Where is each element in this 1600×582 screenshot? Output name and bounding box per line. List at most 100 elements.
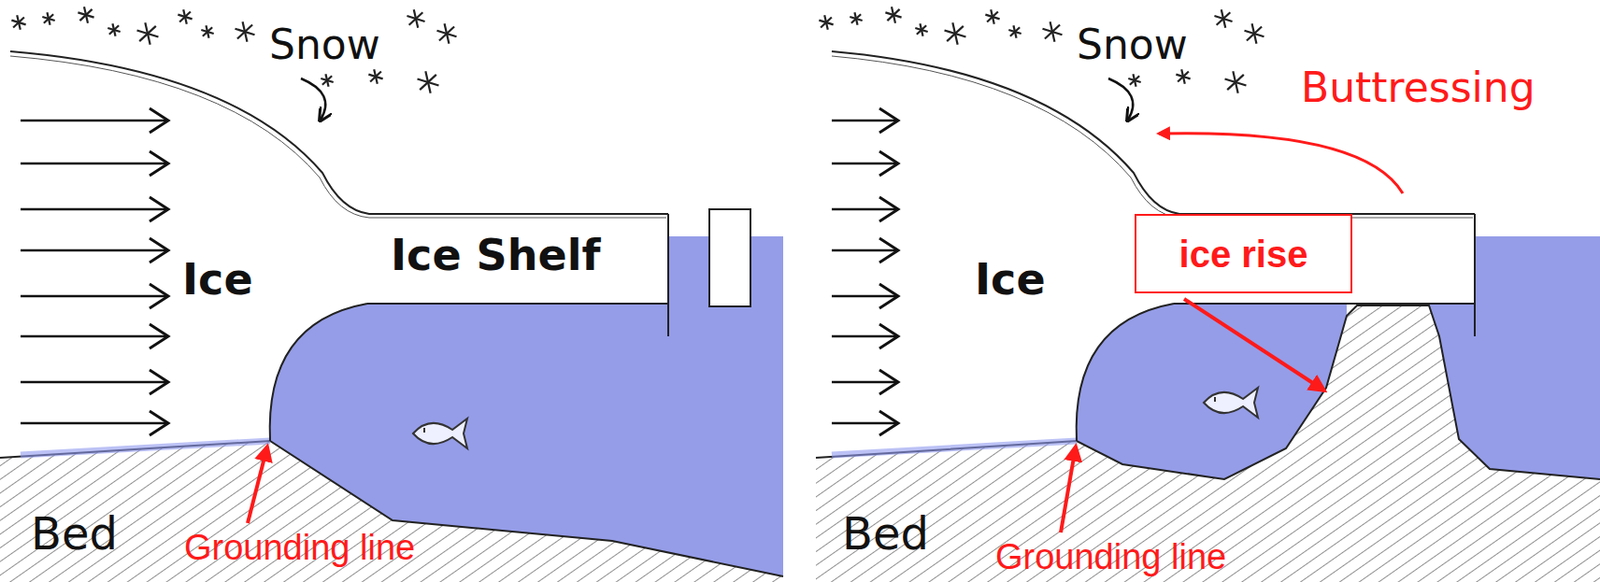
snowflake-stroke <box>1177 71 1189 83</box>
flow-arrow-head <box>149 324 169 349</box>
snowflake-stroke <box>986 12 999 23</box>
flow-arrow-head <box>149 238 169 263</box>
snowflake-stroke <box>139 26 157 42</box>
flow-arrow-head <box>879 108 899 133</box>
iceberg <box>709 209 751 307</box>
snowflake <box>885 6 901 24</box>
shelf-front <box>667 214 670 337</box>
ice-rise-box: ice rise <box>1134 214 1353 294</box>
ice-surface <box>10 51 669 215</box>
snowflake-stroke <box>419 74 437 90</box>
flow-arrow-head <box>879 197 899 222</box>
snowflake-stroke <box>1246 27 1262 42</box>
basal-glow <box>831 441 1077 456</box>
flow-arrow-shaft <box>20 208 169 212</box>
snowflake <box>436 23 457 43</box>
snowflake <box>320 73 333 87</box>
snowflake-stroke <box>1010 27 1020 37</box>
fish <box>413 418 468 449</box>
flow-arrow-shaft <box>831 208 899 212</box>
flow-arrow-shaft <box>831 119 899 123</box>
ice-surface-sketch <box>10 56 667 218</box>
snowflake <box>818 14 833 30</box>
snowflake-stroke <box>1044 25 1060 40</box>
snowflake <box>1128 73 1141 87</box>
snow-label: Snow <box>269 22 381 68</box>
snowflake-stroke <box>370 71 382 83</box>
snowflake <box>914 23 928 37</box>
bed-hatch <box>0 441 784 582</box>
ice-rise-text: ice rise <box>1179 233 1309 275</box>
snowflake-stroke <box>13 17 25 29</box>
snowflake <box>985 9 1000 25</box>
snowflake <box>177 9 192 25</box>
grounding-line-label: Grounding line <box>184 528 415 569</box>
buttressing-label: Buttressing <box>1300 65 1536 111</box>
flow-arrow-shaft <box>831 249 899 253</box>
snowflake-stroke <box>43 14 54 24</box>
snowflake <box>1042 21 1062 42</box>
snowflake-stroke <box>1227 74 1244 90</box>
snowflake-stroke <box>886 9 900 21</box>
flow-arrow-shaft <box>20 162 169 166</box>
ice-label: Ice <box>974 256 1046 304</box>
shelf-base <box>1173 302 1475 305</box>
ice-shelf-label: Ice Shelf <box>390 231 600 280</box>
bed-label: Bed <box>842 509 929 559</box>
bed-label: Bed <box>30 509 118 559</box>
snowflake-stroke <box>439 27 455 42</box>
bed-line <box>0 441 784 577</box>
snowflake <box>42 12 55 26</box>
snowflake-stroke <box>820 17 832 29</box>
snow-arrow <box>300 78 326 120</box>
snowflake-stroke <box>237 25 253 40</box>
flow-arrow-head <box>879 324 899 349</box>
flow-arrow-head <box>149 411 169 436</box>
snowflake <box>234 21 255 42</box>
snowflake <box>77 6 94 24</box>
snowflakes <box>11 6 1264 93</box>
ice-rise-outline <box>815 305 1600 480</box>
snowflake <box>406 9 425 29</box>
snowflake <box>137 22 159 44</box>
snowflake-stroke <box>79 9 92 21</box>
flow-arrow-head <box>879 370 899 395</box>
snowflake <box>1243 23 1264 43</box>
snowflake <box>849 12 862 26</box>
snowflake <box>1175 69 1190 85</box>
flow-arrow-head <box>879 151 899 176</box>
flow-arrow-shaft <box>20 381 169 385</box>
flow-arrow-shaft <box>20 335 169 339</box>
flow-arrow-head <box>879 238 899 263</box>
ice-rise-leader <box>1184 299 1325 391</box>
snowflake-stroke <box>1216 12 1231 26</box>
flow-arrow-head <box>149 370 169 395</box>
flow-arrow-shaft <box>20 295 169 299</box>
snow-label: Snow <box>1076 22 1188 68</box>
fish <box>1203 387 1258 418</box>
grounding-line-arrow <box>247 446 268 524</box>
snowflake <box>11 14 26 30</box>
buttressing-arrow <box>1158 133 1403 194</box>
ice-underside <box>1076 303 1174 442</box>
flow-arrow-shaft <box>831 381 899 385</box>
snowflake <box>1214 9 1232 29</box>
flow-arrow-shaft <box>20 249 169 253</box>
flow-arrow-head <box>149 284 169 309</box>
snowflake-stroke <box>946 26 964 42</box>
flow-arrow-head <box>149 151 169 176</box>
shelf-base <box>367 302 669 305</box>
ice-label: Ice <box>182 256 254 304</box>
snowflake-stroke <box>322 75 332 86</box>
snow-arrow <box>1108 78 1133 120</box>
snowflake <box>417 71 440 93</box>
flow-arrow-shaft <box>831 335 899 339</box>
flow-arrow-head <box>149 108 169 133</box>
flow-arrow-shaft <box>20 119 169 123</box>
snowflake-stroke <box>851 14 861 24</box>
ice-flow-arrows <box>20 108 899 436</box>
flow-arrow-head <box>879 284 899 309</box>
flow-arrow-head <box>149 197 169 222</box>
snowflake-stroke <box>109 25 119 35</box>
